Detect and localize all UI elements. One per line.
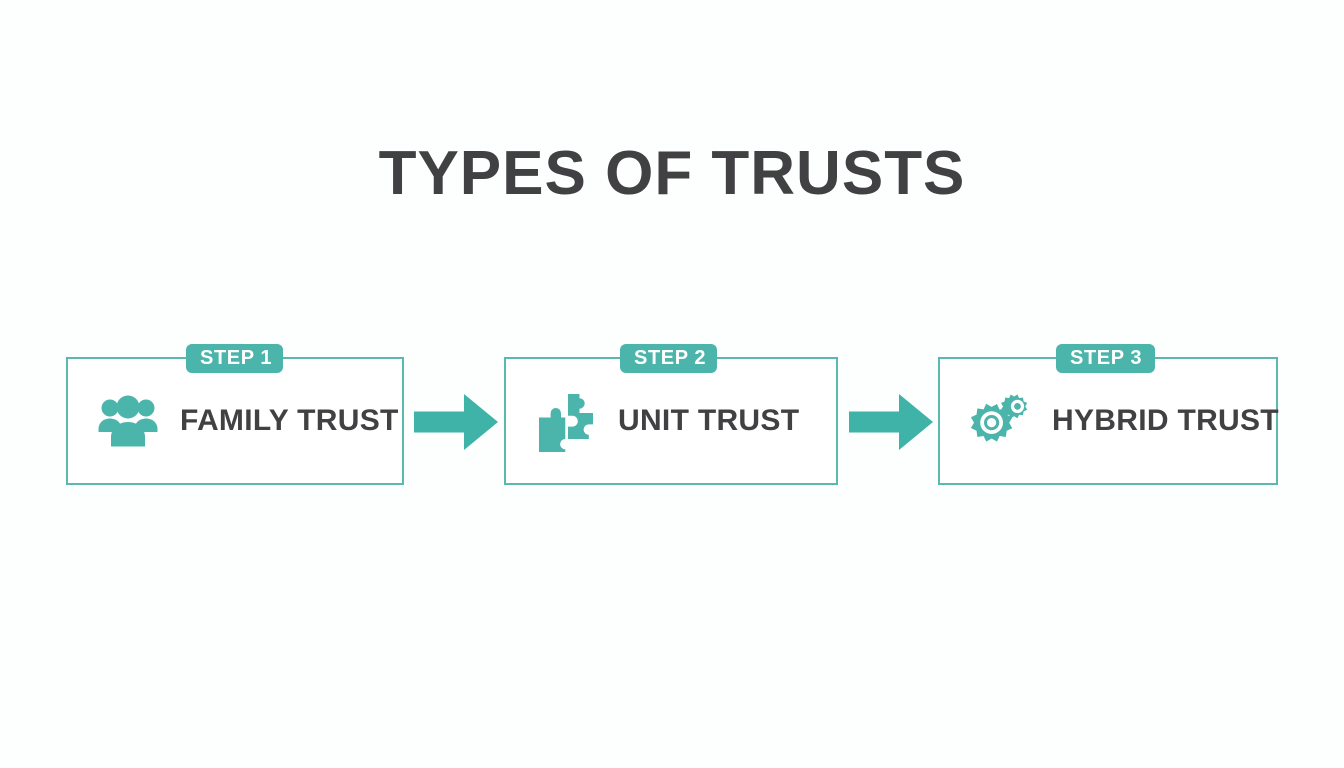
puzzle-pieces-icon (530, 388, 602, 454)
steps-flow: FAMILY TRUST STEP 1 UNIT TRUST STEP 2 (0, 344, 1344, 494)
arrow-right-icon-1 (414, 394, 498, 450)
step-card-2[interactable]: UNIT TRUST (504, 357, 838, 485)
arrow-right-icon-2 (849, 394, 933, 450)
step-card-1-label: FAMILY TRUST (180, 404, 399, 437)
step-badge-3[interactable]: STEP 3 (1056, 344, 1155, 373)
step-card-1-content: FAMILY TRUST (68, 359, 402, 483)
step-card-2-label: UNIT TRUST (618, 404, 800, 437)
people-group-icon (92, 388, 164, 454)
step-badge-2[interactable]: STEP 2 (620, 344, 717, 373)
step-card-2-content: UNIT TRUST (506, 359, 836, 483)
gears-icon (964, 388, 1036, 454)
step-card-3-label: HYBRID TRUST (1052, 404, 1279, 437)
step-card-3-content: HYBRID TRUST (940, 359, 1279, 483)
step-card-3[interactable]: HYBRID TRUST (938, 357, 1279, 485)
page-title: TYPES OF TRUSTS (378, 139, 966, 208)
step-badge-1[interactable]: STEP 1 (186, 344, 283, 373)
step-card-1[interactable]: FAMILY TRUST (66, 357, 404, 485)
